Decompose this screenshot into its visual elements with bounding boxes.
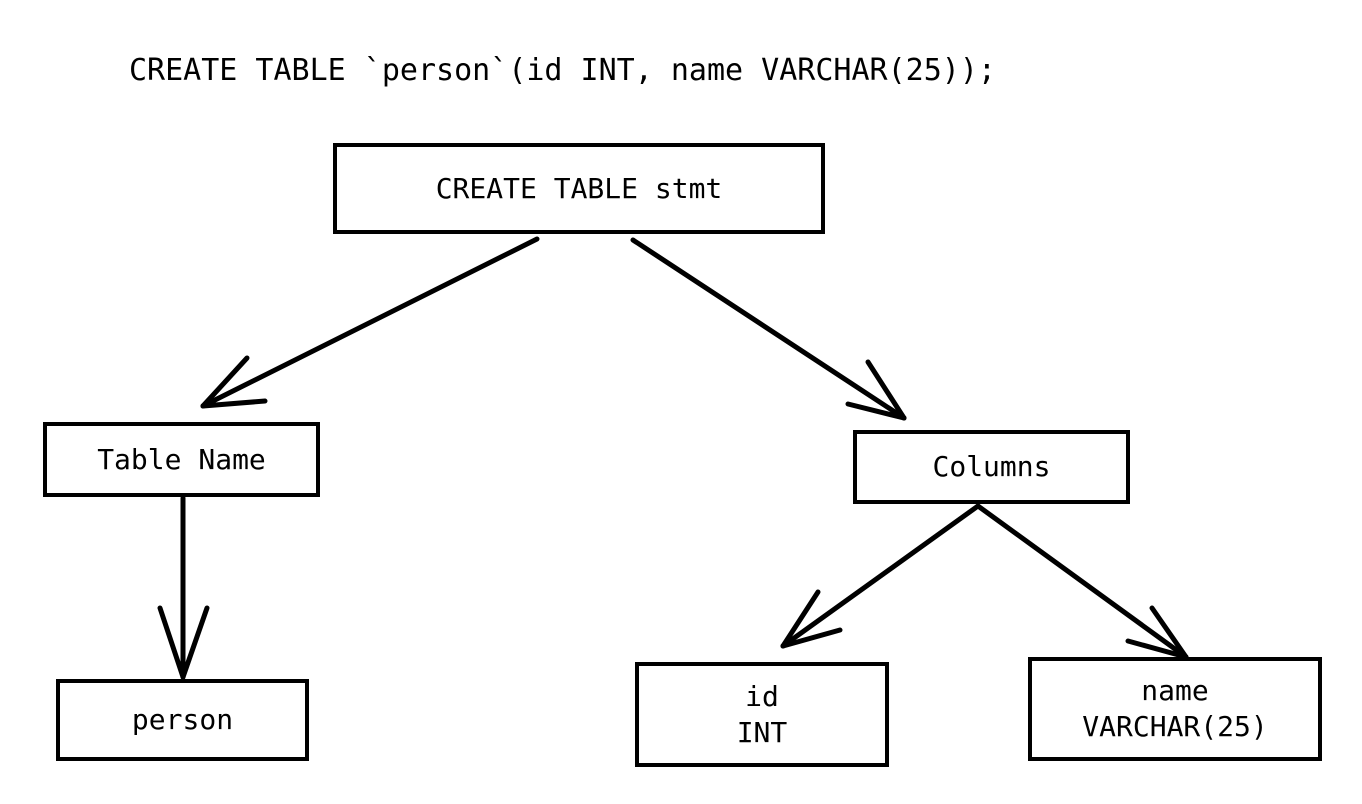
node-column-id-name: id — [745, 679, 779, 713]
node-columns[interactable]: Columns — [853, 430, 1130, 504]
edge-columns-to-col-name — [975, 503, 1189, 660]
edge-table-name-to-person — [157, 495, 210, 680]
node-table-name[interactable]: Table Name — [43, 422, 320, 497]
node-create-table-stmt[interactable]: CREATE TABLE stmt — [333, 143, 825, 234]
node-person-label: person — [131, 703, 234, 736]
node-root-label: CREATE TABLE stmt — [435, 171, 723, 205]
edge-root-to-table-name — [200, 236, 540, 409]
node-columns-label: Columns — [932, 450, 1051, 483]
node-person-value[interactable]: person — [56, 679, 309, 761]
node-column-name-type: VARCHAR(25) — [1082, 710, 1268, 743]
node-column-name[interactable]: name VARCHAR(25) — [1028, 657, 1322, 761]
node-column-name-name: name — [1141, 674, 1209, 707]
edge-columns-to-col-id — [780, 503, 981, 649]
node-table-name-label: Table Name — [97, 442, 266, 476]
node-column-id[interactable]: id INT — [635, 662, 889, 767]
sql-statement-title: CREATE TABLE `person`(id INT, name VARCH… — [129, 53, 996, 88]
node-column-id-type: INT — [736, 715, 788, 749]
edge-root-to-columns — [630, 237, 907, 421]
